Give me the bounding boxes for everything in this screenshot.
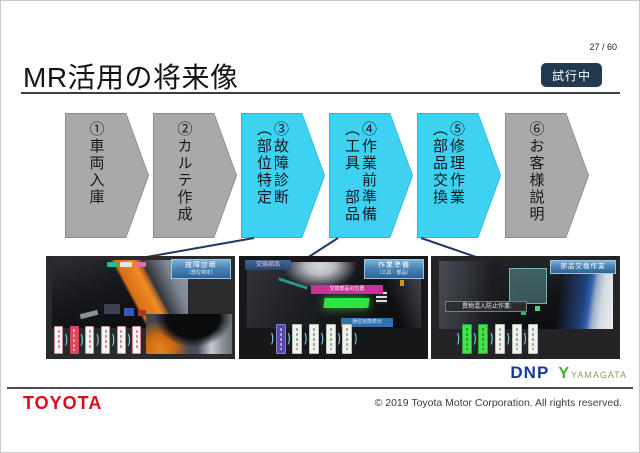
photo-caption: 作業準備 （工具・部品）: [364, 259, 424, 279]
process-step-3: ③故障診断 （部位特定: [241, 113, 325, 238]
ar-3d-part-overlay: [506, 267, 548, 309]
caption-title: 作業準備: [378, 262, 410, 269]
page-number: 27 / 60: [589, 42, 617, 52]
photo-work-preparation: 交換部品 作業準備 （工具・部品） 交換部品の位置 通信状態表示 ) ) ) )…: [239, 256, 428, 359]
mr-step-tag: [495, 324, 506, 354]
yamagata-wordmark: YAMAGATA: [570, 370, 627, 380]
flow-arrow-icon: ): [354, 331, 358, 345]
dnp-logo: DNP: [510, 363, 550, 382]
ar-marker: [375, 289, 387, 304]
process-step-2: ②カルテ作成: [153, 113, 237, 238]
flow-arrow-icon: ): [457, 331, 460, 345]
mr-step-tag: [325, 324, 336, 354]
ar-label-location: 交換部品の位置: [311, 285, 383, 294]
copyright-text: © 2019 Toyota Motor Corporation. All rig…: [374, 397, 622, 409]
partner-logos: DNP Y YAMAGATA: [510, 363, 627, 383]
flow-arrow-icon: ): [304, 331, 308, 345]
title-divider: [21, 92, 620, 94]
process-step-2-label: ②カルテ作成: [175, 121, 193, 223]
connector-line-1: [140, 237, 255, 259]
engine-part: [138, 310, 146, 316]
caption-sub: （工具・部品）: [376, 270, 412, 276]
flow-arrow-icon: ): [271, 331, 274, 345]
ar-label-parts: 交換部品: [245, 260, 291, 270]
process-step-1-label: ①車両入庫: [87, 121, 105, 206]
mr-step-tag: [309, 324, 320, 354]
ar-label-status: 通信状態表示: [341, 318, 393, 327]
caption-sub: （部位特定）: [185, 270, 216, 276]
process-step-6: ⑥お客様説明: [505, 113, 589, 238]
process-step-5: ⑤修理作業 （部品交換: [417, 113, 501, 238]
engine-bay-image: [439, 261, 613, 329]
mr-step-tag-row: ) ) ) ) ) ): [271, 324, 357, 354]
yamagata-y-icon: Y: [558, 365, 569, 382]
connector-line-3: [420, 237, 480, 259]
mr-step-tag: [461, 324, 472, 354]
process-step-3-label: ③故障診断 （部位特定: [255, 121, 289, 206]
process-step-6-label: ⑥お客様説明: [527, 121, 545, 223]
ar-highlight-box: [322, 298, 370, 309]
mr-step-tag: [511, 324, 522, 354]
mr-step-tag: [85, 326, 95, 354]
process-step-5-label: ⑤修理作業 （部品交換: [431, 121, 465, 206]
engine-part: [278, 277, 309, 290]
flow-arrow-icon: ): [80, 332, 84, 346]
ar-chip: [107, 262, 117, 267]
flow-arrow-icon: ): [321, 331, 324, 345]
photo-parts-replacement: 部品交換作業 異物混入防止作業 ) ) ) ) ): [431, 256, 620, 359]
worker-inset-image: [146, 314, 232, 354]
engine-part: [124, 308, 134, 316]
flow-arrow-icon: ): [112, 332, 115, 346]
flow-arrow-icon: ): [523, 331, 527, 345]
mr-step-tag: [132, 326, 142, 354]
flow-arrow-icon: ): [65, 332, 68, 346]
connector-line-2: [306, 237, 339, 259]
flow-arrow-icon: ): [507, 331, 510, 345]
mr-step-tag: [528, 324, 539, 354]
engine-part: [79, 309, 99, 320]
flow-arrow-icon: ): [337, 331, 341, 345]
mr-step-tag: [275, 324, 286, 354]
ar-chip: [120, 262, 132, 267]
flow-arrow-icon: ): [490, 331, 494, 345]
photo-failure-diagnosis: 故障診断 （部位特定） ) ) ) ) ): [46, 256, 235, 359]
mr-step-tag: [69, 326, 79, 354]
footer-divider: [7, 387, 633, 389]
status-badge: 試行中: [541, 63, 602, 87]
mr-step-tag: [342, 324, 353, 354]
process-step-4-label: ④作業前準備 （工具 部品: [343, 121, 377, 223]
mr-step-tag: [116, 326, 126, 354]
mr-step-tag: [101, 326, 111, 354]
mr-step-tag: [478, 324, 489, 354]
engine-part: [400, 280, 405, 287]
flow-arrow-icon: ): [96, 332, 100, 346]
mr-step-tag: [292, 324, 303, 354]
mr-step-tag-row: ) ) ) ) ): [457, 324, 539, 354]
ar-label-warning: 異物混入防止作業: [445, 301, 527, 312]
process-step-1: ①車両入庫: [65, 113, 149, 238]
flow-arrow-icon: ): [127, 332, 131, 346]
mr-step-tag: [54, 326, 63, 354]
toyota-logo: TOYOTA: [23, 393, 103, 413]
photo-caption: 故障診断 （部位特定）: [171, 259, 231, 279]
caption-title: 部品交換作業: [560, 263, 606, 270]
photo-caption: 部品交換作業: [550, 260, 616, 274]
ar-chip: [136, 262, 146, 267]
slide-title: MR活用の将来像: [23, 62, 239, 93]
mr-step-tag-row: ) ) ) ) ): [54, 326, 142, 354]
flow-arrow-icon: ): [287, 331, 291, 345]
process-step-4: ④作業前準備 （工具 部品: [329, 113, 413, 238]
yamagata-logo: Y YAMAGATA: [558, 365, 627, 383]
engine-part: [104, 304, 120, 314]
caption-title: 故障診断: [185, 262, 217, 269]
flow-arrow-icon: ): [473, 331, 477, 345]
